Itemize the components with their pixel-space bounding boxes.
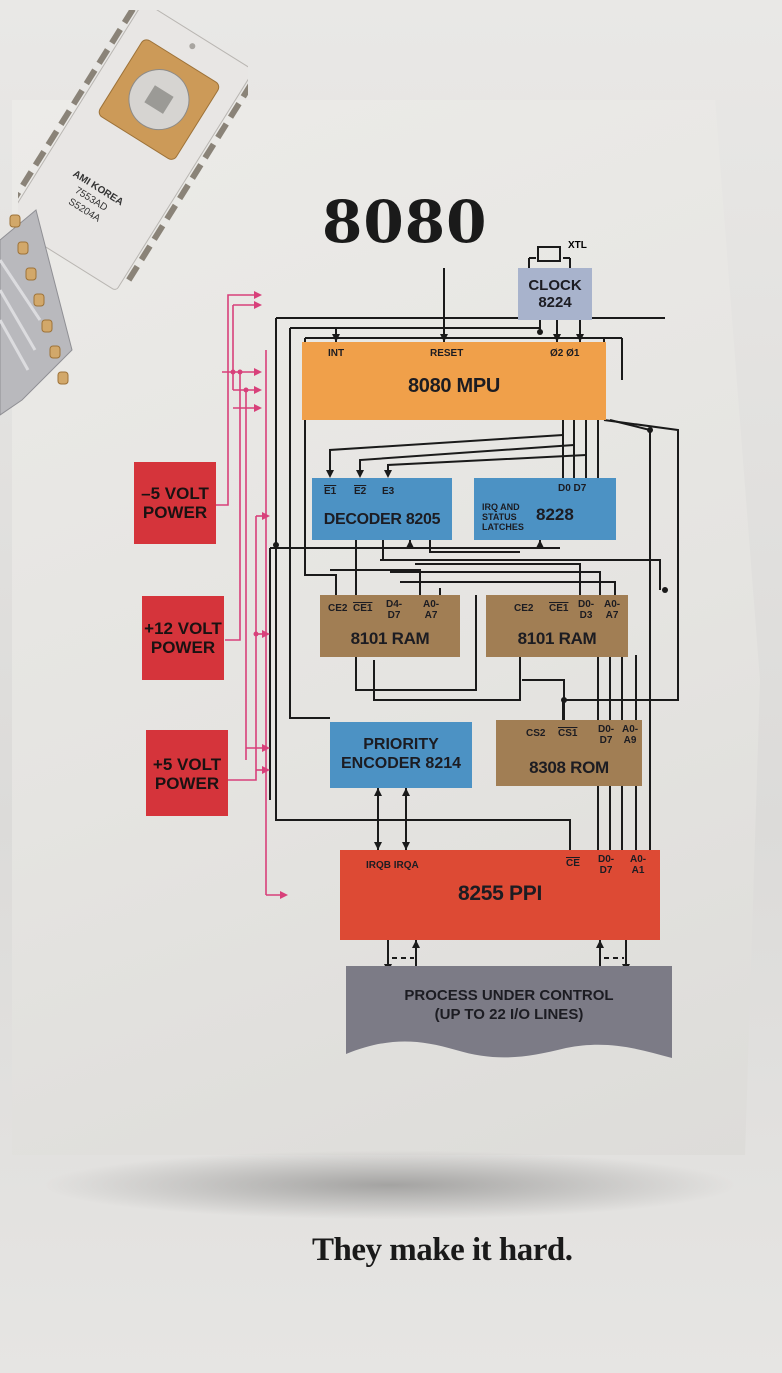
plus-5-volt-power-block: +5 VOLT POWER bbox=[146, 730, 228, 816]
rom-cs1-pin: CS1 bbox=[558, 728, 578, 739]
ram1-address-start: A0- bbox=[423, 599, 440, 610]
priority-label-line2: ENCODER 8214 bbox=[340, 755, 462, 772]
ppi-label: 8255 PPI bbox=[458, 882, 542, 905]
rom-address-start: A0- bbox=[622, 724, 639, 735]
ram1-ce1-pin: CE1 bbox=[353, 603, 373, 614]
decoder-e2-pin: E2 bbox=[354, 486, 367, 497]
rom-data-pins: D0- D7 bbox=[598, 724, 614, 746]
xtl-label: XTL bbox=[568, 240, 587, 251]
latches-data-pins: D0 D7 bbox=[558, 483, 587, 494]
process-text: PROCESS UNDER CONTROL (UP TO 22 I/O LINE… bbox=[346, 986, 672, 1024]
ppi-8255-block: IRQB IRQA CE D0- D7 A0- A1 8255 PPI bbox=[340, 850, 660, 940]
plus12-power: POWER bbox=[150, 638, 216, 657]
rom-data-end: D7 bbox=[599, 735, 613, 746]
process-line1: PROCESS UNDER CONTROL bbox=[404, 987, 614, 1004]
process-line2: (UP TO 22 I/O LINES) bbox=[434, 1006, 584, 1023]
rom-address-pins: A0- A9 bbox=[622, 724, 638, 746]
rom-address-end: A9 bbox=[623, 735, 637, 746]
tagline: They make it hard. bbox=[312, 1232, 573, 1268]
ram1-data-start: D4- bbox=[386, 599, 403, 610]
decoder-e3-pin: E3 bbox=[382, 486, 395, 497]
ram1-ce2-pin: CE2 bbox=[328, 603, 348, 614]
rom-8308-block: CS2 CS1 D0- D7 A0- A9 8308 ROM bbox=[496, 720, 642, 786]
second-chip bbox=[0, 200, 80, 440]
process-wave-shape bbox=[346, 966, 672, 1058]
latches-label: 8228 bbox=[536, 505, 574, 524]
clock-label: CLOCK bbox=[528, 277, 582, 294]
process-under-control-block: PROCESS UNDER CONTROL (UP TO 22 I/O LINE… bbox=[346, 966, 672, 1064]
plus-12-volt-power-block: +12 VOLT POWER bbox=[142, 596, 224, 680]
decoder-e1-pin: E1 bbox=[324, 486, 337, 497]
ram2-data-end: D3 bbox=[579, 610, 593, 621]
diagram-title: 8080 bbox=[322, 188, 488, 256]
ram2-address-start: A0- bbox=[604, 599, 621, 610]
latches-irq-text: IRQ AND bbox=[482, 502, 520, 512]
ram-8101-block-1: CE2 CE1 D4- D7 A0- A7 8101 RAM bbox=[320, 595, 460, 657]
ram2-label: 8101 RAM bbox=[517, 629, 597, 648]
ppi-irq-pins: IRQB IRQA bbox=[366, 860, 419, 871]
clock-part: 8224 bbox=[538, 294, 572, 311]
ram1-label: 8101 RAM bbox=[350, 629, 430, 648]
mpu-8080-block: INT RESET Ø2 Ø1 8080 MPU bbox=[302, 342, 606, 420]
eprom-chip: AMI KOREA 7553AD S5204A bbox=[6, 2, 255, 310]
ram1-address-end: A7 bbox=[424, 610, 438, 621]
ram2-data-pins: D0- D3 bbox=[578, 599, 594, 621]
ram2-address-end: A7 bbox=[605, 610, 619, 621]
latches-latches-text: LATCHES bbox=[482, 522, 524, 532]
ppi-data-end: D7 bbox=[599, 865, 613, 876]
mpu-label: 8080 MPU bbox=[407, 375, 501, 397]
ram1-data-end: D7 bbox=[387, 610, 401, 621]
minus5-label: –5 VOLT bbox=[141, 484, 209, 503]
ram1-data-pins: D4- D7 bbox=[386, 599, 402, 621]
mpu-int-pin: INT bbox=[328, 348, 345, 359]
mpu-clock-pins: Ø2 Ø1 bbox=[550, 348, 580, 359]
ppi-data-pins: D0- D7 bbox=[598, 854, 614, 876]
plus5-power: POWER bbox=[154, 774, 220, 793]
ram-8101-block-2: CE2 CE1 D0- D3 A0- A7 8101 RAM bbox=[486, 595, 628, 657]
priority-label-line1: PRIORITY bbox=[363, 736, 439, 753]
ram2-address-pins: A0- A7 bbox=[604, 599, 620, 621]
decoder-8205-block: E1 E2 E3 DECODER 8205 bbox=[312, 478, 452, 540]
rom-cs2-pin: CS2 bbox=[526, 728, 546, 739]
rom-label: 8308 ROM bbox=[529, 758, 609, 777]
mpu-reset-pin: RESET bbox=[430, 348, 464, 359]
minus5-power: POWER bbox=[142, 503, 208, 522]
ppi-data-start: D0- bbox=[598, 854, 615, 865]
sheet-shadow bbox=[40, 1150, 740, 1220]
ppi-address-start: A0- bbox=[630, 854, 647, 865]
plus5-label: +5 VOLT bbox=[152, 755, 222, 774]
plus12-label: +12 VOLT bbox=[144, 619, 222, 638]
ram2-ce2-pin: CE2 bbox=[514, 603, 534, 614]
priority-encoder-8214-block: PRIORITY ENCODER 8214 bbox=[330, 722, 472, 788]
second-chip-graphic bbox=[0, 209, 73, 416]
rom-data-start: D0- bbox=[598, 724, 615, 735]
ppi-address-end: A1 bbox=[631, 865, 645, 876]
status-latches-8228-block: D0 D7 IRQ AND STATUS LATCHES 8228 bbox=[474, 478, 616, 540]
latches-status-text: STATUS bbox=[482, 512, 517, 522]
ppi-ce-pin: CE bbox=[566, 858, 580, 869]
ram2-ce1-pin: CE1 bbox=[549, 603, 569, 614]
ram1-address-pins: A0- A7 bbox=[423, 599, 439, 621]
eprom-chip-graphic bbox=[6, 2, 255, 290]
clock-8224-block: CLOCK 8224 bbox=[518, 268, 592, 320]
ppi-address-pins: A0- A1 bbox=[630, 854, 646, 876]
minus-5-volt-power-block: –5 VOLT POWER bbox=[134, 462, 216, 544]
decoder-label: DECODER 8205 bbox=[323, 511, 441, 528]
ram2-data-start: D0- bbox=[578, 599, 595, 610]
